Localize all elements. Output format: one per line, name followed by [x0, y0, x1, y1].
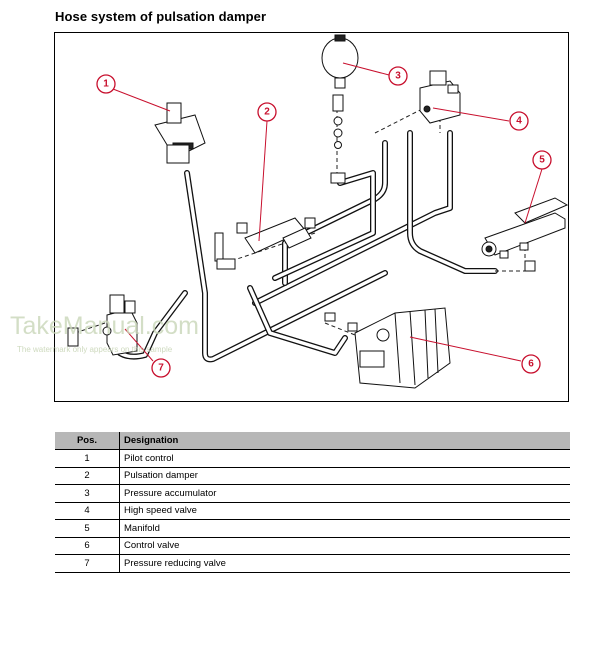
table-row: 6 Control valve — [55, 537, 570, 555]
callout-2: 2 — [257, 102, 277, 122]
cell-pos: 6 — [55, 537, 120, 555]
cell-designation: Pressure reducing valve — [119, 554, 570, 573]
table-row: 2 Pulsation damper — [55, 467, 570, 485]
table-row: 1 Pilot control — [55, 449, 570, 468]
control-valve-part — [324, 307, 451, 389]
svg-text:6: 6 — [528, 359, 534, 370]
hoses — [117, 130, 498, 363]
hose-system-diagram: 1 2 3 4 5 6 7 — [54, 32, 569, 402]
table-row: 4 High speed valve — [55, 502, 570, 520]
pulsation-damper-part — [214, 217, 316, 270]
callout-6: 6 — [521, 354, 541, 374]
pilot-control-part — [154, 102, 206, 164]
table-header-row: Pos. Designation — [55, 432, 570, 450]
watermark: TakeManual.com — [10, 312, 199, 340]
pressure-reducing-valve-part — [67, 294, 138, 356]
callout-3: 3 — [388, 66, 408, 86]
cell-pos: 7 — [55, 554, 120, 573]
cell-pos: 3 — [55, 484, 120, 503]
hose-pilot-down-inner — [185, 171, 387, 362]
cell-designation: Pressure accumulator — [119, 484, 570, 503]
page-title: Hose system of pulsation damper — [55, 9, 267, 24]
watermark-subtext: The watermark only appears on this sampl… — [17, 345, 173, 354]
diagram-drawing: 1 2 3 4 5 6 7 — [67, 34, 568, 389]
parts-table: Pos. Designation 1 Pilot control 2 Pulsa… — [55, 432, 570, 573]
table-row: 5 Manifold — [55, 519, 570, 538]
svg-text:5: 5 — [539, 155, 545, 166]
leader-lines — [112, 62, 543, 362]
cell-designation: Pilot control — [119, 449, 570, 468]
table-row: 3 Pressure accumulator — [55, 484, 570, 503]
svg-text:3: 3 — [395, 71, 401, 82]
svg-text:4: 4 — [516, 116, 522, 127]
column-header-designation: Designation — [119, 432, 570, 450]
cell-pos: 4 — [55, 502, 120, 520]
callout-4: 4 — [509, 111, 529, 131]
callout-5: 5 — [532, 150, 552, 170]
manifold-part — [481, 197, 568, 272]
cell-pos: 5 — [55, 519, 120, 538]
cell-pos: 2 — [55, 467, 120, 485]
cell-designation: Control valve — [119, 537, 570, 555]
cell-pos: 1 — [55, 449, 120, 468]
callout-1: 1 — [96, 74, 116, 94]
table-row: 7 Pressure reducing valve — [55, 554, 570, 573]
high-speed-valve-part — [419, 70, 461, 124]
callout-7: 7 — [151, 358, 171, 378]
cell-designation: High speed valve — [119, 502, 570, 520]
svg-text:7: 7 — [158, 363, 164, 374]
svg-text:1: 1 — [103, 79, 109, 90]
svg-text:2: 2 — [264, 107, 270, 118]
column-header-pos: Pos. — [55, 432, 120, 450]
pressure-accumulator-part — [321, 34, 359, 184]
cell-designation: Manifold — [119, 519, 570, 538]
cell-designation: Pulsation damper — [119, 467, 570, 485]
